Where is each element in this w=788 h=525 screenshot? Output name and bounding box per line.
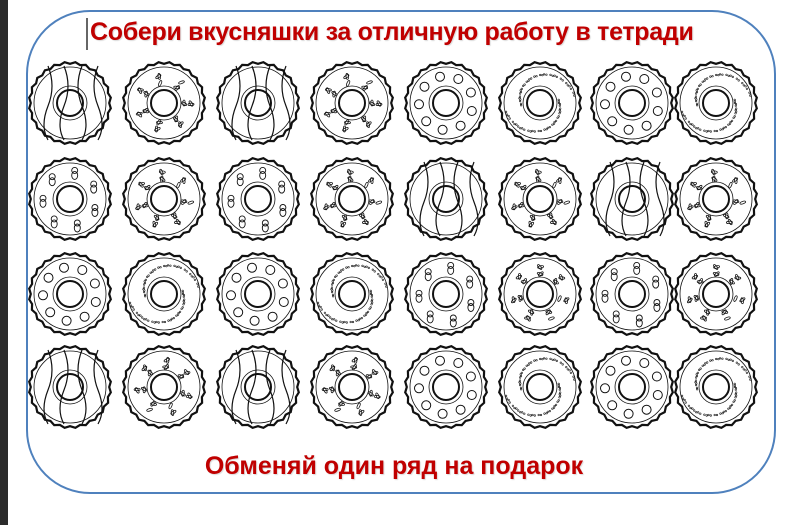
donut-striped-icon	[404, 157, 488, 241]
donut-sprinkles-icon	[122, 61, 206, 145]
donut-speckled-icon	[674, 61, 758, 145]
text-cursor	[86, 18, 88, 50]
donut-speckled-icon	[122, 252, 206, 336]
page-title: Собери вкусняшки за отличную работу в те…	[90, 18, 694, 46]
donut-sprinkles-icon	[674, 252, 758, 336]
donut-striped-icon	[216, 61, 300, 145]
donut-bears-icon	[28, 157, 112, 241]
donut-speckled-icon	[674, 345, 758, 429]
donut-bears-icon	[216, 157, 300, 241]
donut-dots-icon	[404, 61, 488, 145]
donut-sprinkles-icon	[310, 61, 394, 145]
donut-striped-icon	[28, 61, 112, 145]
donut-sprinkles-icon	[498, 252, 582, 336]
donut-sprinkles-icon	[498, 157, 582, 241]
donut-sprinkles-icon	[122, 157, 206, 241]
donut-dots-icon	[590, 61, 674, 145]
donut-bears-icon	[590, 252, 674, 336]
donut-speckled-icon	[498, 345, 582, 429]
donut-striped-icon	[216, 345, 300, 429]
rounded-frame	[26, 10, 776, 494]
footer-text: Обменяй один ряд на подарок	[204, 452, 584, 480]
donut-dots-icon	[216, 252, 300, 336]
donut-sprinkles-icon	[674, 157, 758, 241]
donut-speckled-icon	[310, 252, 394, 336]
donut-sprinkles-icon	[122, 345, 206, 429]
donut-striped-icon	[590, 157, 674, 241]
donut-sprinkles-icon	[310, 345, 394, 429]
donut-dots-icon	[404, 345, 488, 429]
donut-sprinkles-icon	[310, 157, 394, 241]
donut-speckled-icon	[498, 61, 582, 145]
donut-dots-icon	[28, 252, 112, 336]
donut-striped-icon	[28, 345, 112, 429]
donut-dots-icon	[590, 345, 674, 429]
donut-bears-icon	[404, 252, 488, 336]
window-edge	[0, 0, 8, 525]
